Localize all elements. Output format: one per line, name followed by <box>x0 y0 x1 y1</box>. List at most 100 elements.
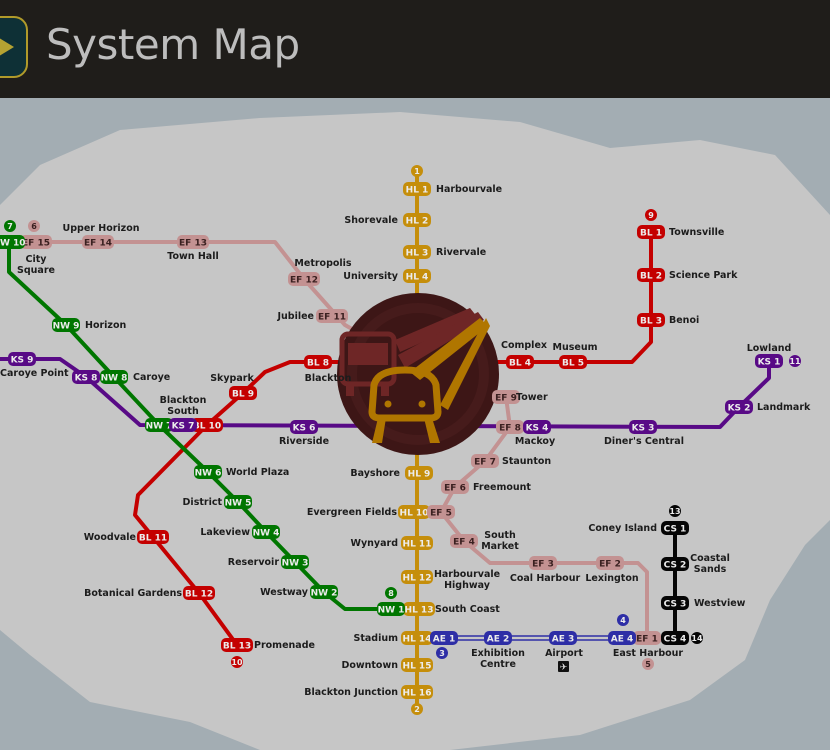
station-badge[interactable] <box>191 418 223 432</box>
station-badge[interactable] <box>506 355 534 369</box>
station-ae4[interactable]: AE 4 <box>608 631 636 645</box>
station-badge[interactable] <box>72 370 100 384</box>
station-badge[interactable] <box>484 631 512 645</box>
station-badge[interactable] <box>441 480 469 494</box>
station-badge[interactable] <box>183 586 215 600</box>
station-badge[interactable] <box>52 318 80 332</box>
station-badge[interactable] <box>661 596 689 610</box>
station-badge[interactable] <box>100 370 128 384</box>
station-badge[interactable] <box>430 631 458 645</box>
station-nw7[interactable]: NW 7 <box>145 418 173 432</box>
station-ks7[interactable]: KS 7 <box>169 418 197 432</box>
station-badge[interactable] <box>316 309 348 323</box>
station-badge[interactable] <box>401 536 433 550</box>
station-badge[interactable] <box>450 534 478 548</box>
station-badge[interactable] <box>177 235 209 249</box>
station-badge[interactable] <box>529 556 557 570</box>
station-badge[interactable] <box>496 420 524 434</box>
station-nw10[interactable]: NW 10 <box>0 235 26 249</box>
station-badge[interactable] <box>725 400 753 414</box>
station-badge[interactable] <box>405 466 433 480</box>
station-badge[interactable] <box>596 556 624 570</box>
station-badge[interactable] <box>304 355 332 369</box>
station-badge[interactable] <box>403 213 431 227</box>
station-badge[interactable] <box>608 631 636 645</box>
station-badge[interactable] <box>559 355 587 369</box>
station-badge[interactable] <box>137 530 169 544</box>
station-badge[interactable] <box>403 269 431 283</box>
station-badge[interactable] <box>403 182 431 196</box>
app-logo-icon[interactable] <box>0 16 28 78</box>
station-badge[interactable] <box>755 354 783 368</box>
station-badge[interactable] <box>224 495 252 509</box>
station-badge[interactable] <box>637 313 665 327</box>
station-badge[interactable] <box>401 631 433 645</box>
station-badge[interactable] <box>290 420 318 434</box>
station-nw1[interactable]: NW 1 <box>377 602 405 616</box>
station-badge[interactable] <box>281 555 309 569</box>
station-badge[interactable] <box>310 585 338 599</box>
station-badge[interactable] <box>661 557 689 571</box>
station-badge[interactable] <box>633 631 661 645</box>
station-badge[interactable] <box>288 272 320 286</box>
station-ks8[interactable]: KS 8 <box>72 370 100 384</box>
station-badge[interactable] <box>403 245 431 259</box>
station-badge[interactable] <box>0 235 25 249</box>
station-badge[interactable] <box>145 418 173 432</box>
station-badge[interactable] <box>401 658 433 672</box>
station-badge[interactable] <box>661 521 689 535</box>
station-badge[interactable] <box>629 420 657 434</box>
station-ae1[interactable]: AE 1 <box>430 631 458 645</box>
station-badge[interactable] <box>471 454 499 468</box>
station-badge[interactable] <box>427 505 455 519</box>
station-badge[interactable] <box>401 685 433 699</box>
station-ks4[interactable]: KS 4 <box>523 420 551 434</box>
station-badge[interactable] <box>549 631 577 645</box>
station-badge[interactable] <box>8 352 36 366</box>
station-badge[interactable] <box>398 505 430 519</box>
station-badge[interactable] <box>637 225 665 239</box>
station-badge[interactable] <box>403 602 435 616</box>
